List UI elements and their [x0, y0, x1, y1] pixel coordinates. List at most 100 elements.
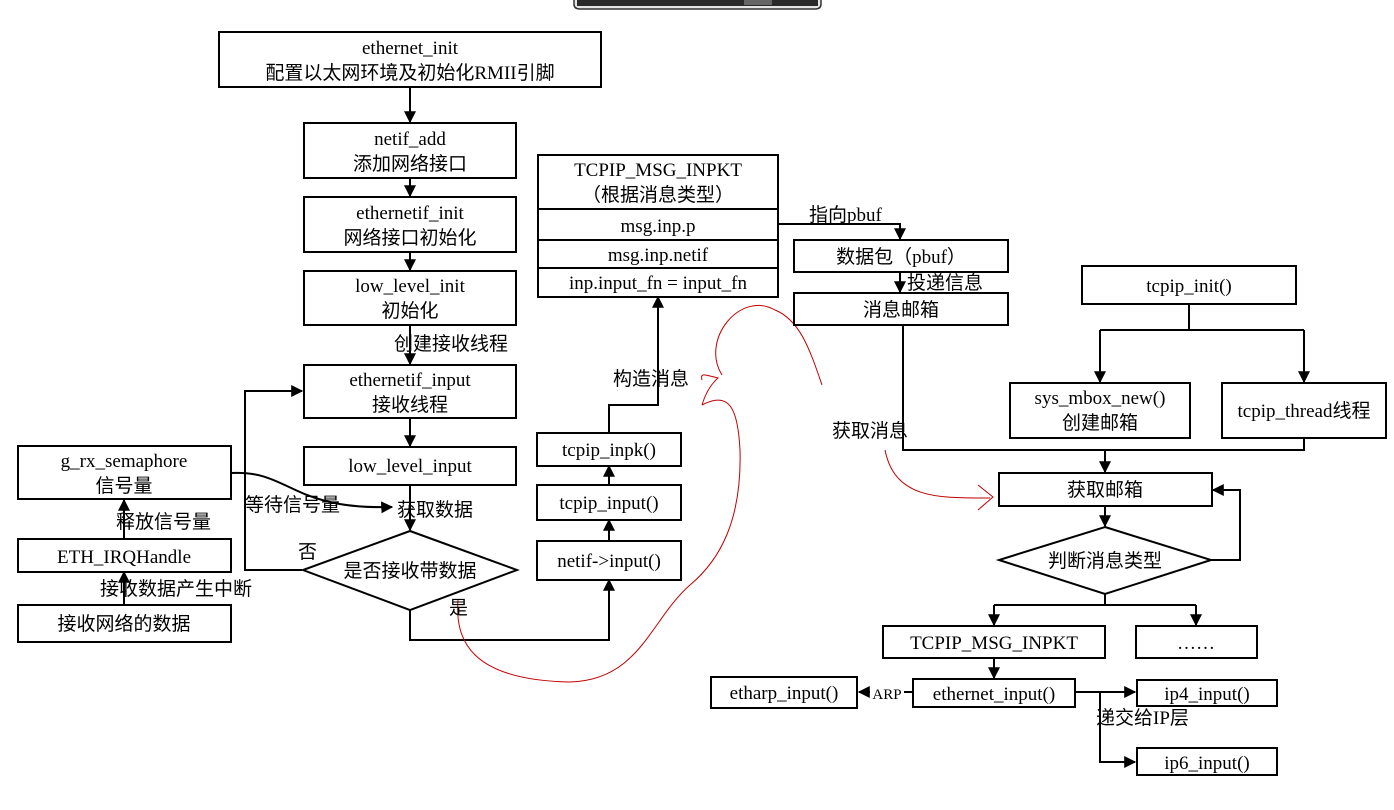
node-ellipsis: ……	[1135, 625, 1258, 659]
label-point-to-pbuf: 指向pbuf	[809, 204, 883, 226]
label-g-rx-semaphore-2: 信号量	[95, 475, 152, 497]
label-receive-data-interrupt: 接收数据产生中断	[100, 578, 252, 600]
label-ellipsis: ……	[1177, 633, 1215, 654]
box-tcpip-input	[536, 484, 682, 521]
red-annotation-arrowhead	[977, 484, 994, 511]
box-ethernet-init	[218, 31, 602, 88]
box-ethernetif-input	[303, 364, 517, 419]
node-ethernetif-input: ethernetif_input 接收线程	[303, 364, 517, 419]
box-pbuf	[793, 239, 1009, 273]
box-receive-net-data	[17, 604, 232, 643]
node-tcpip-thread: tcpip_thread线程	[1221, 382, 1387, 439]
box-get-mailbox	[998, 472, 1213, 507]
label-create-rx-thread: 创建接收线程	[394, 333, 508, 355]
node-tcpip-msg-inpkt: TCPIP_MSG_INPKT	[882, 625, 1106, 659]
node-mailbox: 消息邮箱	[793, 292, 1009, 326]
diamond-judge-msg-type	[995, 525, 1215, 596]
window-control-fragment	[744, 0, 772, 5]
node-receive-net-data: 接收网络的数据	[17, 604, 232, 643]
label-wait-semaphore: 等待信号量	[245, 494, 340, 516]
box-eth-irqhandle	[17, 538, 232, 573]
label-struct-subtitle: （根据消息类型）	[582, 184, 734, 206]
diamond-is-receiving	[300, 529, 520, 612]
label-eth-irqhandle: ETH_IRQHandle	[57, 547, 191, 568]
node-netif-input: netif->input()	[536, 540, 682, 581]
label-tcpip-thread: tcpip_thread线程	[1238, 400, 1371, 422]
label-struct-row-2: msg.inp.netif	[608, 245, 709, 266]
arrow-point-to-pbuf	[778, 223, 906, 241]
label-get-data: 获取数据	[397, 499, 473, 521]
arrow-to-ip6-input	[1099, 692, 1137, 768]
node-netif-add: netif_add 添加网络接口	[303, 122, 517, 179]
label-arp: ARP	[872, 687, 901, 703]
box-ellipsis	[1135, 625, 1258, 659]
node-ip6-input: ip6_input()	[1136, 747, 1278, 776]
label-ethernetif-input-1: ethernetif_input	[349, 370, 471, 391]
node-ethernet-init: ethernet_init 配置以太网环境及初始化RMII引脚	[218, 31, 602, 88]
node-ethernet-input: ethernet_input()	[912, 678, 1076, 708]
arrow-no-loop	[244, 385, 304, 571]
label-is-receiving: 是否接收带数据	[343, 560, 476, 582]
label-netif-input: netif->input()	[557, 551, 661, 572]
node-sys-mbox-new: sys_mbox_new() 创建邮箱	[1009, 382, 1191, 439]
label-ethernet-init-1: ethernet_init	[362, 38, 459, 59]
red-annotation-curve-2	[715, 304, 823, 386]
label-ip6-input: ip6_input()	[1164, 753, 1250, 774]
box-ip4-input	[1136, 679, 1278, 707]
label-struct-row-1: msg.inp.p	[621, 216, 696, 237]
box-netif-add	[303, 122, 517, 179]
node-tcpip-input: tcpip_input()	[536, 484, 682, 521]
label-ip4-input: ip4_input()	[1164, 684, 1250, 705]
box-tcpip-init	[1081, 265, 1297, 305]
label-ethernetif-init-2: 网络接口初始化	[343, 227, 476, 249]
label-sys-mbox-new-1: sys_mbox_new()	[1035, 388, 1166, 409]
arrow-yes-to-netif-input	[409, 578, 615, 641]
label-ethernet-input: ethernet_input()	[933, 684, 1055, 705]
label-tcpip-input: tcpip_input()	[559, 493, 658, 514]
label-tcpip-msg-inpkt: TCPIP_MSG_INPKT	[910, 633, 1078, 654]
label-low-level-init-1: low_level_init	[355, 276, 465, 297]
label-construct-msg: 构造消息	[613, 368, 689, 390]
node-eth-irqhandle: ETH_IRQHandle	[17, 538, 232, 573]
node-tcpip-inpk: tcpip_inpk()	[536, 432, 682, 467]
node-low-level-init: low_level_init 初始化	[303, 270, 517, 326]
label-release-semaphore: 释放信号量	[116, 511, 211, 533]
label-struct-row-3: inp.input_fn = input_fn	[569, 273, 748, 294]
label-sys-mbox-new-2: 创建邮箱	[1062, 412, 1138, 434]
box-ethernetif-init	[303, 196, 517, 253]
label-struct-title: TCPIP_MSG_INPKT	[574, 160, 742, 181]
label-etharp-input: etharp_input()	[730, 683, 839, 704]
node-is-receiving: 是否接收带数据	[300, 529, 520, 612]
label-low-level-input: low_level_input	[348, 456, 472, 477]
red-annotation-curve-1	[457, 399, 741, 683]
label-ethernet-init-2: 配置以太网环境及初始化RMII引脚	[265, 62, 554, 84]
arrow-semaphore-to-get-data	[230, 471, 394, 514]
label-pbuf: 数据包（pbuf）	[836, 246, 966, 268]
node-ethernetif-init: ethernetif_init 网络接口初始化	[303, 196, 517, 253]
label-tcpip-inpk: tcpip_inpk()	[562, 440, 656, 461]
label-tcpip-init: tcpip_init()	[1146, 276, 1231, 297]
node-pbuf: 数据包（pbuf）	[793, 239, 1009, 273]
red-annotation-hook-1	[701, 374, 720, 406]
box-ip6-input	[1136, 747, 1278, 776]
line-mailbox-to-join	[902, 325, 1105, 451]
box-mailbox	[793, 292, 1009, 326]
box-sys-mbox-new	[1009, 382, 1191, 439]
label-mailbox: 消息邮箱	[863, 299, 939, 321]
label-deliver-ip-layer: 递交给IP层	[1096, 707, 1189, 729]
node-low-level-input: low_level_input	[303, 446, 517, 486]
window-titlebar-fragment	[577, 0, 818, 6]
red-annotations	[457, 304, 994, 683]
node-g-rx-semaphore: g_rx_semaphore 信号量	[17, 445, 232, 500]
red-annotation-curve-3	[884, 449, 991, 499]
label-low-level-init-2: 初始化	[381, 300, 438, 322]
box-tcpip-thread	[1221, 382, 1387, 439]
line-thread-to-join	[1105, 438, 1305, 451]
label-judge-msg-type: 判断消息类型	[1048, 550, 1162, 572]
box-low-level-input	[303, 446, 517, 486]
box-low-level-init	[303, 270, 517, 326]
box-netif-input	[536, 540, 682, 581]
label-get-mailbox: 获取邮箱	[1067, 479, 1143, 501]
node-tcpip-init: tcpip_init()	[1081, 265, 1297, 305]
label-yes: 是	[449, 598, 468, 619]
